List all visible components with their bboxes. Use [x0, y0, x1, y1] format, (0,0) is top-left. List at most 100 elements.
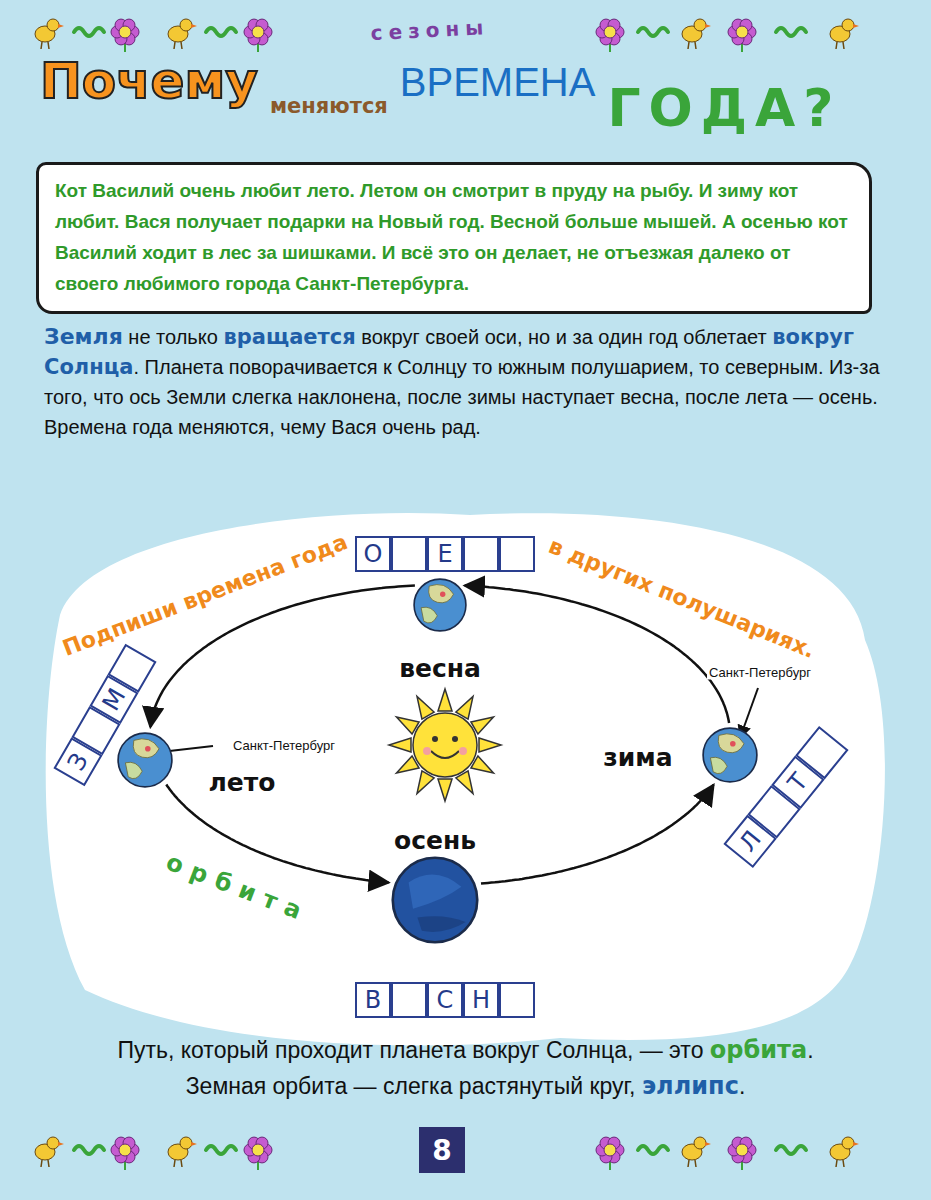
bird-icon — [35, 19, 64, 49]
flower-center — [604, 26, 616, 38]
bird-head — [180, 1137, 192, 1149]
bird-beak — [705, 1142, 711, 1146]
answer-letter: С — [437, 986, 454, 1014]
title-word: Почему — [40, 52, 258, 110]
bird-legs — [174, 1160, 182, 1167]
worm-icon — [638, 28, 668, 36]
flower-icon — [596, 19, 624, 52]
flower-icon — [244, 1137, 272, 1170]
bird-legs — [174, 42, 182, 49]
globe-land — [718, 734, 744, 753]
bottom-line: Путь, который проходит планета вокруг Со… — [0, 1036, 931, 1064]
bird-beak — [191, 24, 197, 28]
page-number: 8 — [432, 1134, 451, 1167]
answer-cell — [463, 536, 499, 572]
flower-center — [119, 1144, 131, 1156]
bird-head — [842, 1137, 854, 1149]
white-cloud — [46, 513, 885, 1046]
answer-cell: В — [355, 982, 391, 1018]
globe-shade — [409, 875, 462, 909]
globe-land — [421, 607, 437, 623]
worm-icon — [638, 1146, 668, 1154]
globe-drawing — [413, 578, 467, 632]
answer-cell: С — [427, 982, 463, 1018]
bird-icon — [682, 1137, 711, 1167]
globe-sea — [393, 858, 477, 942]
earth-globe: весна — [413, 578, 467, 632]
season-label: зима — [603, 743, 672, 772]
flower-icon — [244, 19, 272, 52]
bird-legs — [688, 42, 696, 49]
globe-land — [429, 585, 454, 603]
bottom-text: . — [739, 1073, 745, 1099]
city-label: Санкт-Петербург — [231, 738, 337, 753]
bird-icon — [35, 1137, 64, 1167]
answer-letter: Н — [472, 986, 490, 1014]
body-text: Земля — [44, 324, 123, 349]
answer-cell: Е — [427, 536, 463, 572]
flower-center — [119, 26, 131, 38]
answer-letter: М — [97, 683, 132, 715]
bird-beak — [705, 24, 711, 28]
answer-letter: З — [62, 748, 94, 775]
body-paragraph: Земля не только вращается вокруг своей о… — [44, 322, 884, 442]
bird-head — [842, 19, 854, 31]
answer-cell — [499, 536, 535, 572]
bird-legs — [836, 42, 844, 49]
worm-icon — [74, 1146, 104, 1154]
bird-legs — [41, 1160, 49, 1167]
globe-drawing — [117, 732, 173, 788]
instruction-text: в других полушариях. — [545, 533, 819, 663]
orbit-arrow — [481, 785, 714, 884]
bird-beak — [58, 24, 64, 28]
worm-icon — [776, 1146, 806, 1154]
flower-icon — [596, 1137, 624, 1170]
globe-land — [710, 757, 727, 773]
bird-icon — [830, 19, 859, 49]
bottom-text: Путь, который проходит планета вокруг Со… — [117, 1037, 703, 1063]
globe-sea — [414, 579, 466, 631]
story-text: Кот Василий очень любит лето. Летом он с… — [55, 175, 853, 299]
worm-icon — [74, 28, 104, 36]
bottom-text: . — [807, 1037, 813, 1063]
globe-land — [125, 762, 142, 778]
bird-icon — [830, 1137, 859, 1167]
bird-legs — [688, 1160, 696, 1167]
bird-icon — [682, 19, 711, 49]
answer-cells: В СН — [355, 982, 535, 1018]
instruction-text: Подпиши времена года — [59, 529, 351, 661]
season-label: лето — [209, 768, 276, 797]
worm-icon — [206, 1146, 236, 1154]
bottom-line: Земная орбита — слегка растянутый круг, … — [0, 1072, 931, 1100]
flower-center — [736, 26, 748, 38]
globe-sea — [703, 728, 757, 782]
flower-center — [736, 1144, 748, 1156]
answer-letter: О — [364, 540, 383, 568]
bird-head — [47, 1137, 59, 1149]
season-label: осень — [394, 826, 476, 855]
globe-drawing — [702, 727, 758, 783]
title-word: меняются — [270, 94, 388, 118]
answer-cell — [391, 536, 427, 572]
body-text: вокруг своей оси, но и за один год облет… — [361, 326, 767, 348]
answer-letter: Т — [782, 768, 813, 797]
worm-icon — [206, 28, 236, 36]
bird-icon — [168, 19, 197, 49]
answer-cell — [499, 982, 535, 1018]
bird-legs — [41, 42, 49, 49]
flower-center — [604, 1144, 616, 1156]
title-word: ВРЕМЕНА — [400, 60, 596, 105]
answer-letter: В — [365, 986, 381, 1014]
bird-beak — [853, 24, 859, 28]
bird-head — [694, 1137, 706, 1149]
city-dot — [730, 741, 736, 747]
flower-icon — [728, 1137, 756, 1170]
city-label: Санкт-Петербург — [707, 665, 813, 680]
answer-cell: О — [355, 536, 391, 572]
answer-letter: Е — [437, 540, 452, 568]
bird-head — [180, 19, 192, 31]
body-text: вращается — [223, 325, 355, 349]
bird-legs — [836, 1160, 844, 1167]
body-text: . Планета поворачивается к Солнцу то южн… — [44, 356, 880, 438]
